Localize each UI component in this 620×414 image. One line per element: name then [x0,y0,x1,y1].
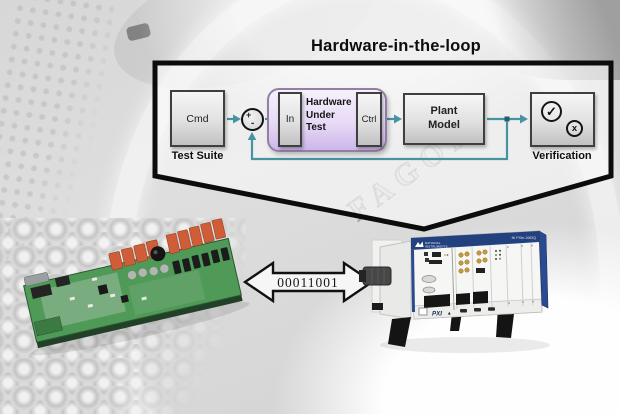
controller-module [421,252,450,308]
signal-flow-lines [227,114,528,161]
relay-bank-orange [108,218,226,271]
hut-in-box: In [278,92,302,147]
filler-screws [507,244,534,304]
cmd-box-label: Cmd [186,112,209,125]
smb-connectors-gold [458,249,488,274]
chassis-foot-left [388,317,411,347]
ni-eagle-icon [415,241,424,247]
plus-sign: + [246,110,252,120]
capacitor-bank-black [172,247,230,275]
minus-sign: - [251,118,255,129]
ni-brand-line1: NATIONAL [425,241,441,245]
binary-text: 00011001 [277,275,339,290]
summing-junction: + - [241,108,264,131]
binary-bus-arrow: 00011001 [242,260,375,304]
power-switch [418,307,428,316]
diagram-title: Hardware-in-the-loop [311,37,481,55]
pxi-front-label: PXI [432,311,442,318]
cable-connector [359,266,392,286]
pxi-chassis-illustration: NATIONAL INSTRUMENTS NI PXIe-1062Q [359,230,550,353]
chassis-top-band [411,231,539,250]
hut-label: Hardware Under Test [306,97,352,133]
plant-model-label: Plant Model [428,105,460,131]
capacitor-row-silver [127,263,170,280]
cross-icon: x [566,120,583,137]
chassis-side-panel [379,240,412,320]
warning-triangle-icon: ▲ [447,311,452,316]
ni-brand-line2: INSTRUMENTS [425,244,448,248]
chassis-model-text: NI PXIe-1062Q [512,236,537,240]
dsub-connector [23,272,50,287]
led-cluster [495,249,501,260]
verification-box: ✓ x [530,92,595,147]
hut-in-label: In [285,114,295,125]
test-suite-caption: Test Suite [171,150,224,162]
chassis-right-edge [538,230,549,309]
cmd-box: Cmd [170,90,225,147]
verification-caption: Verification [532,150,592,162]
feedback-line [250,121,509,161]
pcb-board-illustration [23,218,250,356]
hut-ctrl-label: Ctrl [361,114,377,125]
hut-ctrl-box: Ctrl [356,92,382,147]
feedback-junction-dot [504,116,510,122]
large-capacitor [150,246,166,262]
check-icon: ✓ [541,101,562,122]
ic-chips [69,277,147,308]
plant-model-box: Plant Model [403,93,485,145]
black-connector [30,283,53,300]
